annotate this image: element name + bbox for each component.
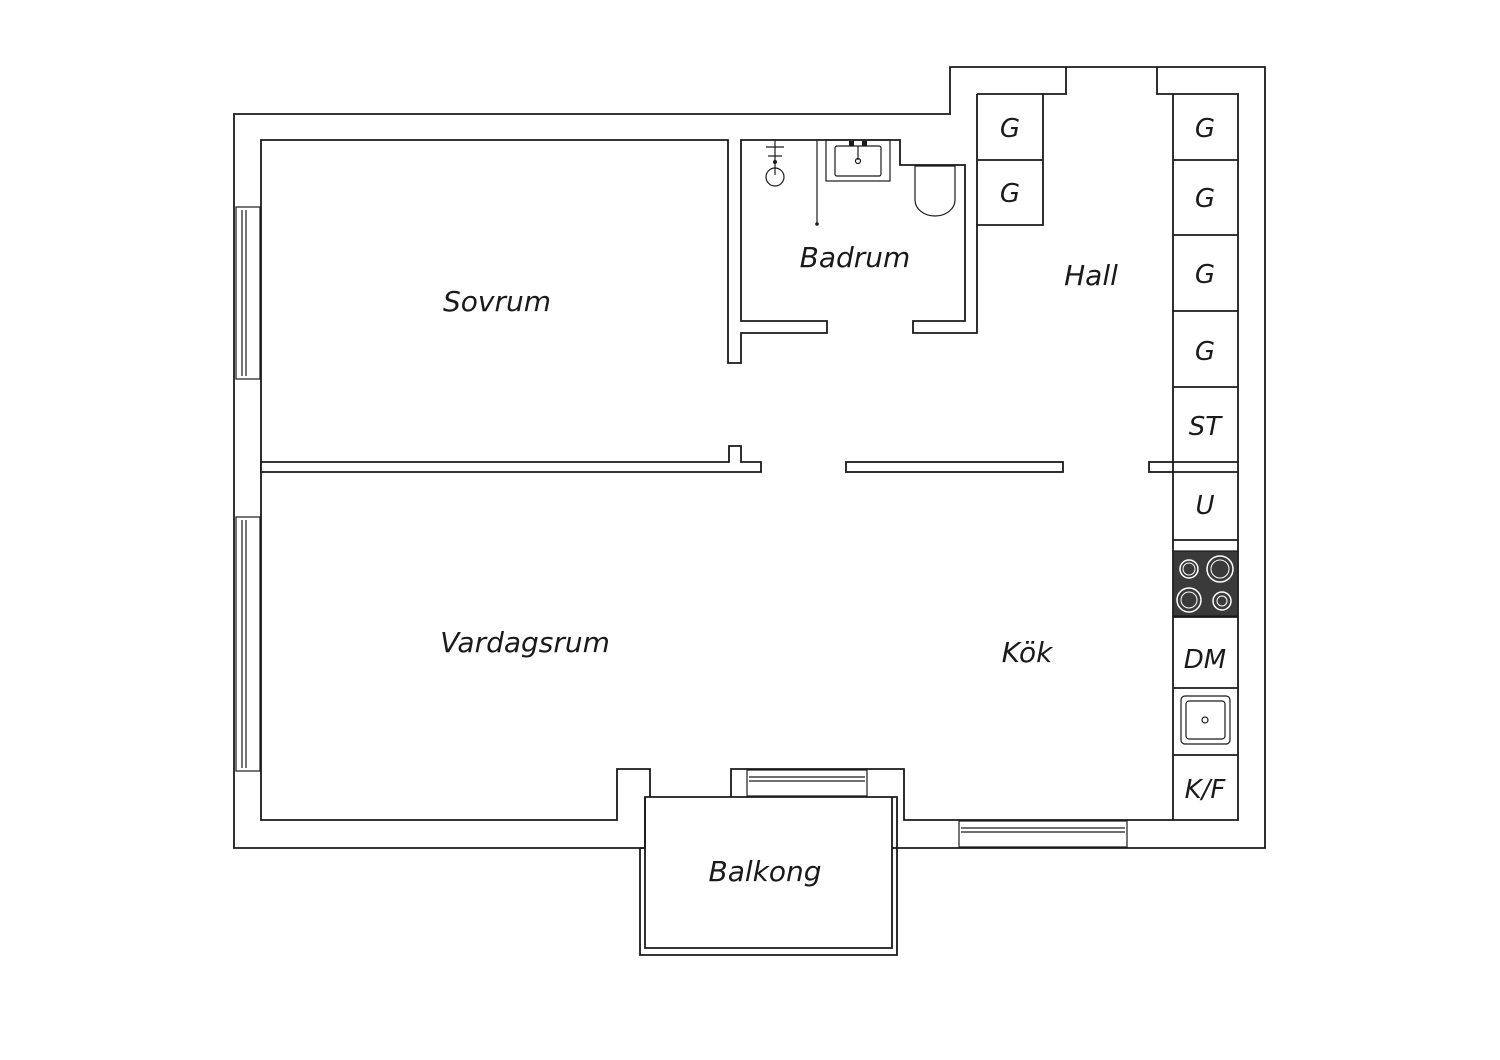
balcony [639, 797, 898, 956]
cabinet-label-right-5: ST [1189, 412, 1224, 442]
window-balkong-door [746, 769, 868, 797]
shower-icon [765, 140, 785, 187]
window-kok [958, 820, 1128, 848]
cabinet-label-kitchen-3: DM [1184, 645, 1226, 675]
room-label-kok: Kök [1002, 636, 1054, 669]
cabinet-label-hall-1: G [1000, 114, 1020, 144]
stove-icon [1172, 550, 1239, 617]
cabinet-label-right-3: G [1195, 260, 1215, 290]
wall-stub-right [1148, 461, 1174, 473]
right-cabinet-dividers [1173, 159, 1238, 756]
window-vardagsrum [235, 516, 261, 772]
room-label-hall: Hall [1064, 259, 1118, 292]
room-label-balkong: Balkong [708, 855, 821, 888]
hall-cabinet-dividers [976, 93, 1043, 225]
cabinet-label-kitchen-5: K/F [1185, 775, 1227, 805]
cabinet-label-right-1: G [1195, 114, 1215, 144]
washbasin-icon [825, 139, 891, 182]
room-label-sovrum: Sovrum [443, 285, 551, 318]
cabinet-label-hall-2: G [1000, 179, 1020, 209]
wall-sovrum-vardagsrum [260, 445, 762, 473]
window-sovrum [235, 206, 261, 380]
cabinet-label-right-4: G [1195, 337, 1215, 367]
outer-wall [233, 66, 1266, 849]
wall-hall-kok [845, 461, 1064, 473]
room-label-vardagsrum: Vardagsrum [440, 626, 610, 659]
shower-screen-end [815, 222, 819, 226]
room-label-badrum: Badrum [800, 241, 911, 274]
kitchen-sink-icon [1180, 695, 1231, 745]
cabinet-label-kitchen-1: U [1195, 491, 1214, 521]
cabinet-label-right-2: G [1195, 184, 1215, 214]
toilet-icon [914, 165, 956, 217]
